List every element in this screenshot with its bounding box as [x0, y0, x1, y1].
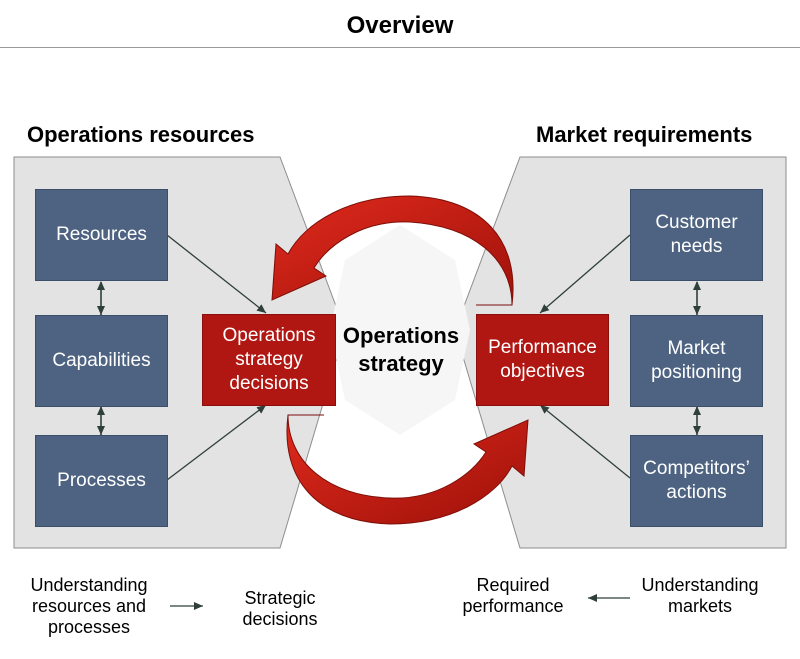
market-positioning-line-2: positioning [651, 362, 742, 383]
capabilities-box: Capabilities [35, 315, 168, 407]
footer-left-from-line-1: Understanding [30, 575, 148, 595]
processes-label: Processes [57, 470, 146, 491]
footer-left-from-line-2: resources and [31, 596, 147, 616]
competitors-actions-line-2: actions [666, 482, 727, 503]
center-highlight [330, 225, 470, 435]
title-divider [0, 47, 800, 48]
operations-resources-heading: Operations resources [27, 122, 255, 147]
market-positioning-box: Market positioning [630, 315, 763, 407]
resources-box: Resources [35, 189, 168, 281]
decisions-line-1: Operations [222, 325, 316, 346]
needs-to-objectives-arrow [539, 234, 631, 314]
footer-left-to-line-1: Strategic [244, 588, 316, 608]
objectives-line-2: objectives [500, 361, 585, 382]
footer-understanding-markets: Understanding markets [630, 575, 770, 617]
top-curved-arrow-icon [271, 195, 514, 306]
customer-needs-box: Customer needs [630, 189, 763, 281]
resources-label: Resources [56, 224, 147, 245]
processes-to-decisions-arrow [166, 404, 267, 481]
footer-left-from-line-3: processes [47, 617, 131, 637]
decisions-line-2: strategy [235, 349, 303, 370]
footer-required-performance: Required performance [448, 575, 578, 617]
competitors-actions-box: Competitors’ actions [630, 435, 763, 527]
footer-understanding-resources: Understanding resources and processes [14, 575, 164, 638]
processes-box: Processes [35, 435, 168, 527]
footer-left-to-line-2: decisions [242, 609, 318, 629]
competitors-actions-line-1: Competitors’ [643, 458, 750, 479]
center-line-2: strategy [358, 351, 444, 376]
customer-needs-line-2: needs [670, 236, 723, 257]
footer-right-from-line-1: Understanding [641, 575, 759, 595]
resources-to-decisions-arrow [166, 234, 267, 314]
footer-right-to-line-2: performance [462, 596, 564, 616]
operations-strategy-label: Operations strategy [326, 322, 476, 378]
footer-right-from-line-2: markets [667, 596, 732, 616]
market-positioning-line-1: Market [667, 338, 726, 359]
market-requirements-heading: Market requirements [536, 122, 753, 147]
footer-right-to-line-1: Required [476, 575, 550, 595]
customer-needs-line-1: Customer [655, 212, 738, 233]
objectives-line-1: Performance [488, 337, 597, 358]
operations-strategy-decisions-box: Operations strategy decisions [202, 314, 336, 406]
decisions-line-3: decisions [229, 373, 309, 394]
bottom-curved-arrow-icon [286, 414, 529, 525]
performance-objectives-box: Performance objectives [476, 314, 609, 406]
page-title: Overview [346, 12, 454, 39]
capabilities-label: Capabilities [52, 350, 151, 371]
center-line-1: Operations [342, 323, 460, 348]
actions-to-objectives-arrow [539, 404, 631, 479]
footer-strategic-decisions: Strategic decisions [215, 588, 345, 630]
